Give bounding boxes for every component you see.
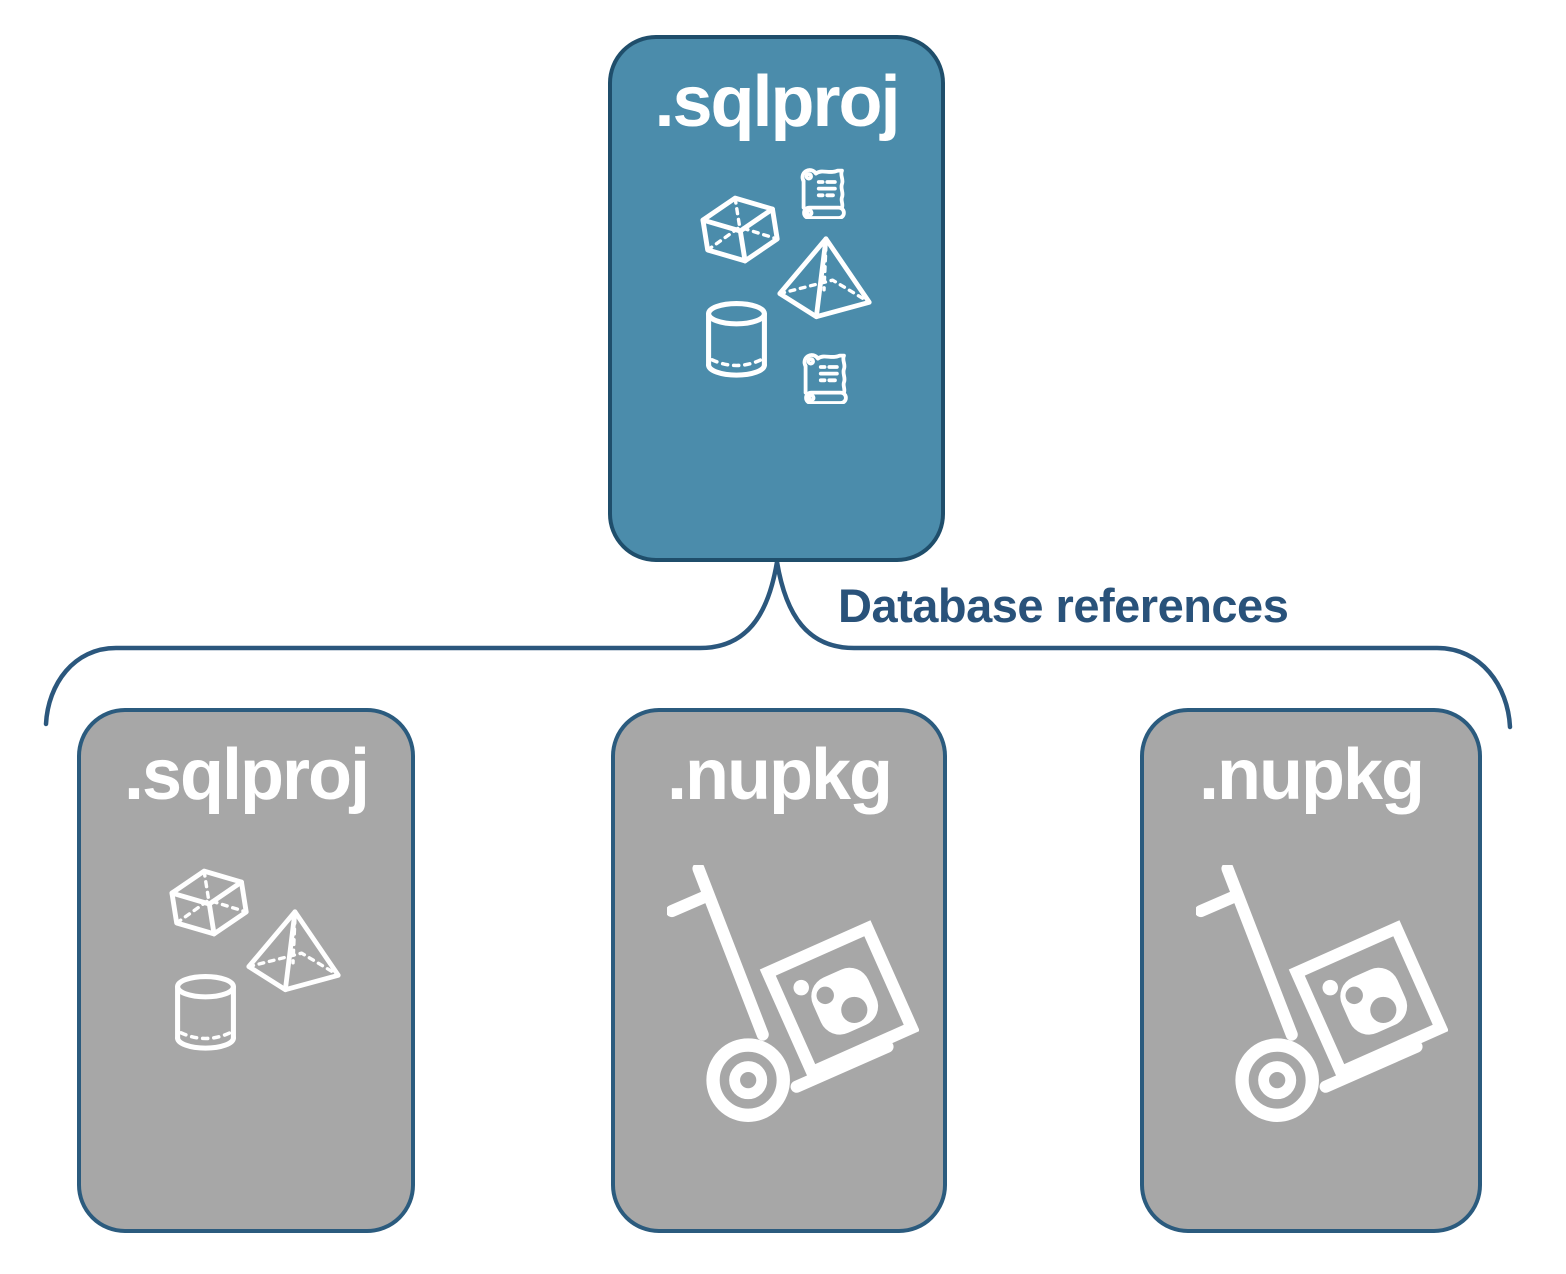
cube-icon xyxy=(700,195,780,264)
node-root-sqlproj: .sqlproj xyxy=(608,35,945,562)
node-child-sqlproj: .sqlproj xyxy=(77,708,415,1233)
node-title: .nupkg xyxy=(667,735,893,815)
cube-icon xyxy=(169,868,249,937)
node-child-nupkg-2: .nupkg xyxy=(1140,708,1482,1233)
node-title: .sqlproj xyxy=(654,62,900,142)
node-title: .nupkg xyxy=(1199,735,1425,815)
script-scroll-icon xyxy=(802,353,848,404)
script-scroll-icon xyxy=(800,168,846,219)
package-dolly-icon xyxy=(667,865,919,1122)
database-cylinder-icon xyxy=(175,974,236,1051)
package-dolly-icon xyxy=(1196,865,1448,1122)
node-child-nupkg-1: .nupkg xyxy=(611,708,947,1233)
connector-label: Database references xyxy=(838,579,1289,632)
database-cylinder-icon xyxy=(706,301,767,378)
pyramid-icon xyxy=(246,909,341,993)
pyramid-icon xyxy=(777,236,872,320)
node-title: .sqlproj xyxy=(123,735,370,815)
